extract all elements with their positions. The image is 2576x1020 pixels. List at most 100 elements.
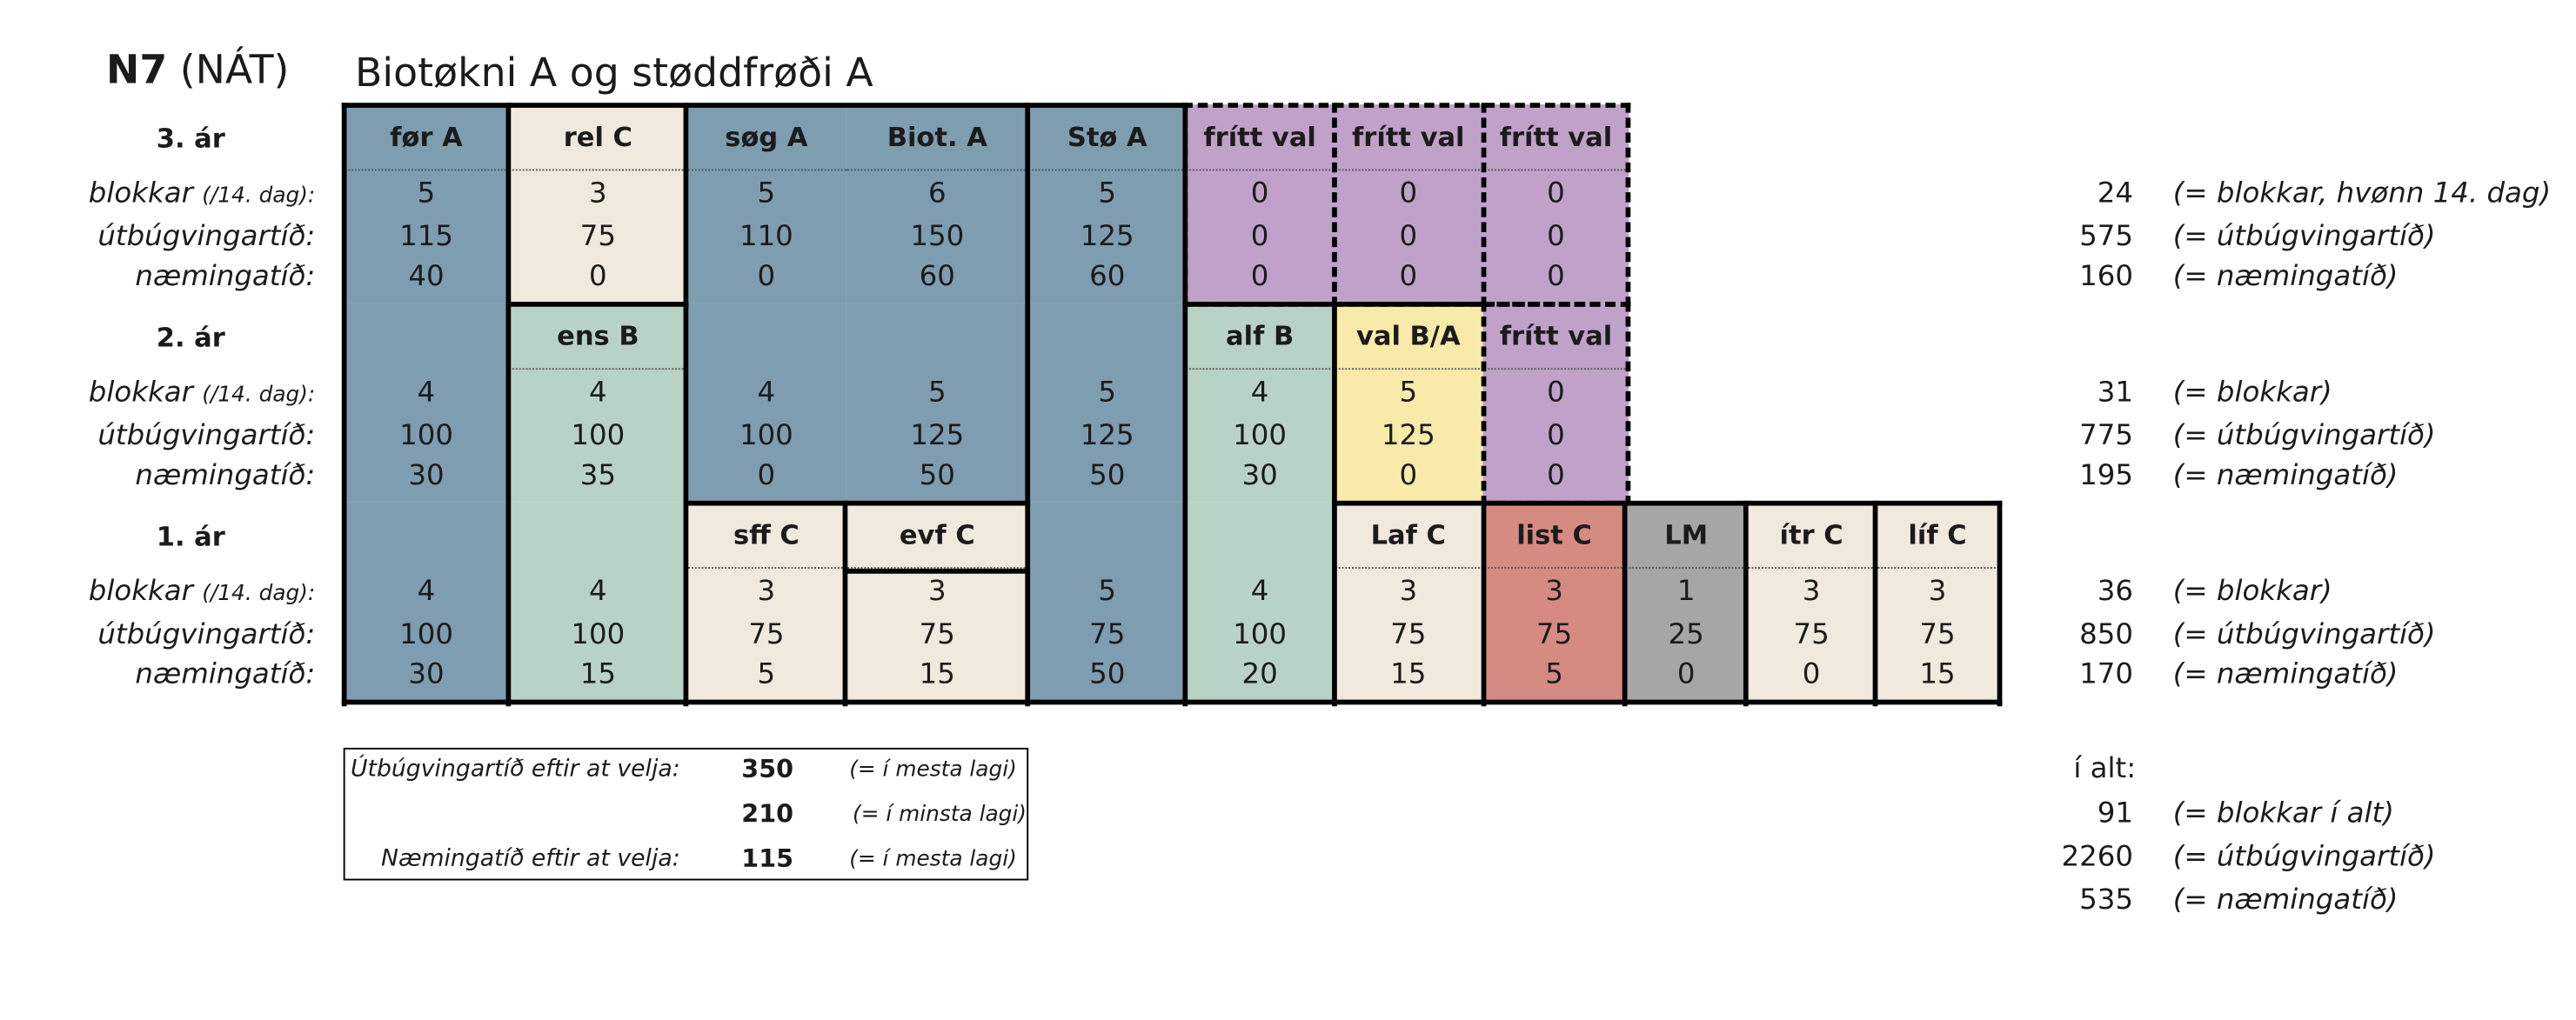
subject-value: 0 [1676,657,1696,692]
subject-header: val B/A [1333,303,1483,370]
subject-value: 0 [1250,177,1269,211]
choice-value: 350 [741,754,793,784]
column-divider [505,103,512,707]
grand-total-value: 535 [2079,883,2134,917]
subject-value: 125 [910,419,965,453]
subject-value: 50 [1089,657,1126,692]
subject-cell [1028,502,1187,702]
subject-header: LM [1625,503,1747,569]
subject-value: 100 [1233,618,1288,652]
total-value: 36 [2097,575,2134,609]
total-value: 575 [2079,220,2134,254]
subject-cell [1028,303,1187,503]
subject-cell [686,104,846,303]
subject-cell [1333,303,1483,503]
subject-cell [1186,502,1334,702]
subject-value: 15 [579,657,616,692]
subject-header: alf B [1186,303,1334,370]
column-divider [1872,500,1878,707]
subject-value: 60 [1089,260,1126,294]
subject-cell [1333,104,1483,303]
grand-total-value: 2260 [2061,840,2134,874]
year-label-3: 3. ár [156,123,225,155]
row-label-nemingatid: næmingatíð: [135,260,316,294]
column-divider [842,500,848,707]
row-label-utbugvingartid: útbúgvingartíð: [97,419,316,453]
subject-value: 3 [1928,575,1947,609]
column-divider [1622,500,1628,707]
subject-header: frítt val [1186,104,1334,171]
subject-value: 0 [1399,177,1418,211]
grid-border [341,103,347,707]
subject-value: 100 [1233,419,1288,453]
free-choice-divider [1481,103,1487,307]
choice-value: 210 [741,799,793,830]
column-divider [1997,500,2003,707]
subject-value: 15 [1919,657,1956,692]
choice-value: 115 [741,843,793,874]
row-divider [842,568,1031,574]
subject-value: 6 [927,177,947,211]
subject-value: 100 [399,618,453,652]
grand-total-value: 91 [2097,797,2134,831]
subject-value: 0 [1250,260,1269,294]
subject-value: 150 [910,220,965,254]
grand-total-note: (= næmingatíð) [2172,883,2399,917]
subject-value: 4 [417,575,436,609]
choice-note: (= í mesta lagi) [849,757,1017,783]
subject-header: rel C [509,104,687,171]
subject-value: 115 [399,220,453,254]
total-note: (= útbúgvingartíð) [2172,419,2436,453]
choice-note: (= í minsta lagi) [853,802,1027,828]
subject-value: 0 [1547,220,1565,254]
total-value: 170 [2079,657,2134,692]
row-label-utbugvingartid: útbúgvingartíð: [97,618,316,652]
subject-cell [686,502,846,702]
subject-value: 3 [1399,575,1418,609]
subject-value: 3 [1802,575,1821,609]
subject-header: Laf C [1333,503,1483,569]
subject-value: 5 [927,376,947,410]
subject-cell [846,303,1029,503]
total-value: 850 [2079,618,2134,652]
total-note: (= blokkar) [2172,376,2332,410]
subject-value: 0 [589,260,607,294]
choice-box [343,747,1029,881]
subject-value: 25 [1668,618,1704,652]
free-choice-border [1182,103,1631,307]
subject-value: 125 [1080,220,1134,254]
subject-header: ítr C [1746,503,1877,569]
subject-header: søg A [686,104,846,171]
subject-value: 4 [757,376,776,410]
grand-total-note: (= útbúgvingartíð) [2172,840,2436,874]
subject-cell [1625,502,1747,702]
subject-cell [1746,502,1877,702]
subject-value: 100 [399,419,453,453]
column-divider [1025,103,1031,707]
subject-value: 40 [408,260,445,294]
subject-cell [846,502,1029,702]
subject-value: 5 [757,657,776,692]
subject-cell [1028,104,1187,303]
row-label-nemingatid: næmingatíð: [135,459,316,493]
subject-value: 3 [1545,575,1563,609]
subject-cell [1482,104,1629,303]
total-value: 775 [2079,419,2134,453]
subject-header: frítt val [1482,303,1629,370]
subject-value: 0 [1547,177,1565,211]
subject-value: 30 [408,459,445,493]
total-note: (= næmingatíð) [2172,459,2399,493]
column-divider [1743,500,1749,707]
grid-border [1182,103,1188,707]
grand-total-heading: í alt: [2073,752,2137,786]
year-label-2: 2. ár [156,321,225,354]
subject-value: 35 [579,459,616,493]
total-note: (= næmingatíð) [2172,657,2399,692]
subject-value: 15 [1390,657,1427,692]
year-label-1: 1. ár [156,520,225,552]
subject-value: 3 [589,177,607,211]
subject-cell [1482,303,1629,503]
total-note: (= útbúgvingartíð) [2172,618,2436,652]
subject-cell [1186,104,1334,303]
